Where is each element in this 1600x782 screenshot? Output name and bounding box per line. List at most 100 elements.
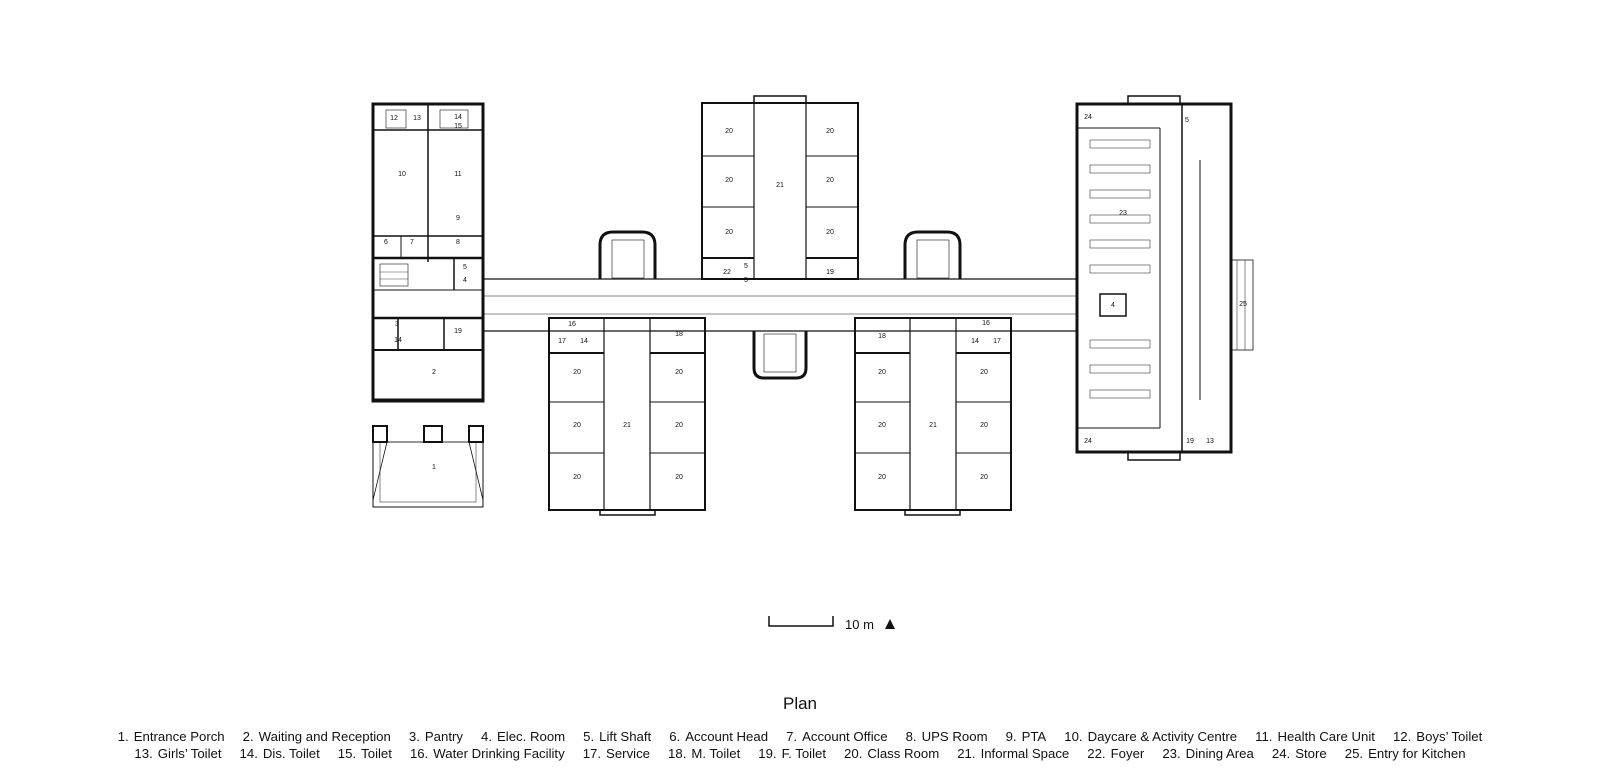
legend-item: 20. Class Room: [844, 746, 939, 761]
room-label-20-c1: 20: [725, 128, 733, 135]
legend-item-number: 23.: [1162, 746, 1181, 761]
room-label-25: 25: [1239, 301, 1247, 308]
room-label-14: 14: [454, 114, 462, 121]
room-label-6: 6: [384, 239, 388, 246]
legend-item: 12.Boys’ Toilet: [1393, 729, 1482, 744]
legend-item-number: 8.: [905, 729, 917, 744]
room-label-21-a: 21: [623, 422, 631, 429]
legend-item-text: Account Office: [802, 729, 888, 744]
legend-item: 10.Daycare & Activity Centre: [1064, 729, 1237, 744]
room-label-20-b6: 20: [980, 474, 988, 481]
plan-title: Plan: [782, 694, 818, 713]
room-label-9: 9: [456, 215, 460, 222]
legend-item-text: Dining Area: [1185, 746, 1254, 761]
legend-item: 5. Lift Shaft: [583, 729, 651, 744]
legend-item-number: 10.: [1064, 729, 1083, 744]
room-label-20-b5: 20: [878, 474, 886, 481]
room-label-19-c: 19: [826, 269, 834, 276]
room-label-13-d: 13: [1206, 438, 1214, 445]
legend-item: 11.Health Care Unit: [1255, 729, 1375, 744]
legend-item-text: Class Room: [867, 746, 940, 761]
legend-item: 23. Dining Area: [1162, 746, 1254, 761]
legend-row: 1. Entrance Porch 2.Waiting and Reception 3…: [0, 729, 1600, 744]
room-label-20-a4: 20: [675, 422, 683, 429]
room-label-5-c1: 5: [744, 263, 748, 270]
room-label-10: 10: [398, 171, 406, 178]
legend-item-text: Elec. Room: [496, 729, 566, 744]
legend-item-text: Service: [606, 746, 651, 761]
room-label-19-left: 19: [454, 328, 462, 335]
legend-item-number: 24.: [1271, 746, 1291, 761]
legend-item-number: 19.: [758, 746, 777, 761]
room-label-11: 11: [454, 171, 461, 178]
room-label-17-a: 17: [558, 338, 566, 345]
room-label-14-a: 14: [580, 338, 588, 345]
room-label-20-b4: 20: [980, 422, 988, 429]
legend-item-number: 18.: [668, 746, 687, 761]
legend-item-number: 4.: [480, 729, 492, 744]
room-label-20-b2: 20: [980, 369, 988, 376]
legend-item-number: 17.: [582, 746, 602, 761]
legend-item: 7. Account Office: [786, 729, 888, 744]
room-label-2: 2: [432, 369, 436, 376]
legend-item-text: Lift Shaft: [599, 729, 652, 744]
legend-item: 24.Store: [1272, 746, 1327, 761]
legend-item: 4. Elec. Room: [481, 729, 565, 744]
room-label-21-b: 21: [929, 422, 937, 429]
legend-item-number: 21.: [957, 746, 976, 761]
legend-item-text: Entrance Porch: [133, 729, 225, 744]
room-label-12: 12: [390, 115, 398, 122]
room-label-15: 15: [454, 123, 462, 130]
room-label-20-a5: 20: [573, 474, 581, 481]
room-label-22: 22: [723, 269, 731, 276]
room-label-17-b: 17: [993, 338, 1001, 345]
room-label-16-b: 16: [982, 320, 990, 327]
room-label-5-d: 5: [1185, 117, 1189, 124]
legend-item-number: 22.: [1087, 746, 1106, 761]
legend-item: 1. Entrance Porch: [118, 729, 225, 744]
room-label-13: 13: [413, 115, 421, 122]
legend-item-text: Entry for Kitchen: [1368, 746, 1466, 761]
legend-item: 13.Girls’ Toilet: [134, 746, 221, 761]
legend-item-number: 20.: [844, 746, 863, 761]
legend-item-text: Boys’ Toilet: [1416, 729, 1483, 744]
legend-item-number: 9.: [1005, 729, 1017, 744]
legend-item: 16.Water Drinking Facility: [410, 746, 565, 761]
legend-item-number: 1.: [117, 729, 129, 744]
legend-item: 22.Foyer: [1087, 746, 1144, 761]
legend-item-text: F. Toilet: [781, 746, 827, 761]
legend-item: 15.Toilet: [338, 746, 392, 761]
room-label-20-a2: 20: [675, 369, 683, 376]
legend-item-number: 14.: [239, 746, 258, 761]
legend-item: 21.Informal Space: [957, 746, 1069, 761]
room-label-20-c3: 20: [725, 177, 733, 184]
legend-item: 8. UPS Room: [906, 729, 988, 744]
legend-item: 25. Entry for Kitchen: [1345, 746, 1466, 761]
room-label-20-a3: 20: [573, 422, 581, 429]
legend-item-text: Dis. Toilet: [262, 746, 320, 761]
legend-item-number: 7.: [786, 729, 798, 744]
legend-item-number: 3.: [408, 729, 420, 744]
room-label-20-b1: 20: [878, 369, 886, 376]
legend-item: 3.Pantry: [409, 729, 463, 744]
legend-item: 2.Waiting and Reception: [243, 729, 391, 744]
legend-item-number: 25.: [1344, 746, 1364, 761]
room-label-20-c2: 20: [826, 128, 834, 135]
room-label-20-a1: 20: [573, 369, 581, 376]
room-label-20-b3: 20: [878, 422, 886, 429]
legend-item-text: Health Care Unit: [1277, 729, 1375, 744]
legend-item-number: 15.: [337, 746, 357, 761]
room-label-20-c4: 20: [826, 177, 834, 184]
legend-item-number: 2.: [242, 729, 254, 744]
legend-item-text: Girls’ Toilet: [157, 746, 222, 761]
legend-item-number: 16.: [409, 746, 429, 761]
legend-item: 18.M. Toilet: [668, 746, 740, 761]
legend-item-number: 6.: [669, 729, 681, 744]
scale-label: 10 m: [845, 617, 874, 632]
legend-item-text: UPS Room: [921, 729, 988, 744]
room-label-23: 23: [1119, 210, 1127, 217]
room-label-16-a: 16: [568, 321, 576, 328]
legend-item-number: 5.: [583, 729, 595, 744]
